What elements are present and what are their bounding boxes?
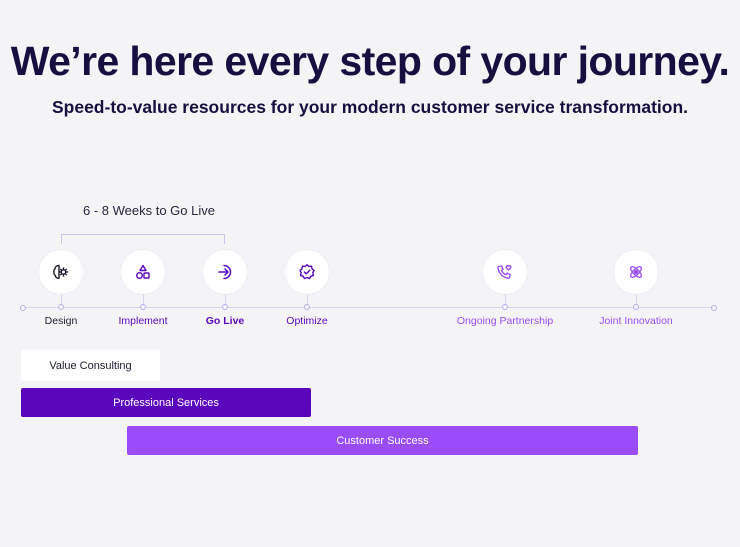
stage-implement-circle[interactable]	[121, 250, 165, 294]
stage-implement-stem	[142, 294, 144, 305]
stage-optimize[interactable]: Optimize	[247, 250, 367, 330]
stage-ongoing-partnership-circle[interactable]	[483, 250, 527, 294]
stage-implement[interactable]: Implement	[83, 250, 203, 330]
timeline-end-dot	[711, 305, 717, 311]
phone-heart-icon	[496, 263, 514, 281]
stage-optimize-label: Optimize	[286, 315, 328, 327]
stage-ongoing-partnership-label: Ongoing Partnership	[456, 315, 554, 327]
stage-optimize-node	[304, 304, 310, 310]
stage-implement-node	[140, 304, 146, 310]
arrow-circle-right-icon	[216, 263, 234, 281]
stage-design-node	[58, 304, 64, 310]
atom-icon	[627, 263, 645, 281]
timeline-start-dot	[20, 305, 26, 311]
professional-services-bar[interactable]: Professional Services	[21, 388, 311, 417]
stage-design-stem	[60, 294, 62, 305]
stage-optimize-circle[interactable]	[285, 250, 329, 294]
stage-ongoing-partnership-stem	[504, 294, 506, 305]
go-live-duration-label: 6 - 8 Weeks to Go Live	[83, 203, 215, 218]
go-live-bracket	[61, 234, 225, 244]
timeline-line	[22, 307, 714, 308]
stage-optimize-stem	[306, 294, 308, 305]
stage-joint-innovation-label: Joint Innovation	[599, 315, 673, 327]
stage-ongoing-partnership-node	[502, 304, 508, 310]
stage-ongoing-partnership[interactable]: Ongoing Partnership	[445, 250, 565, 330]
brain-gear-icon	[52, 263, 70, 281]
stage-go-live-node	[222, 304, 228, 310]
stage-go-live-circle[interactable]	[203, 250, 247, 294]
stage-joint-innovation-circle[interactable]	[614, 250, 658, 294]
stage-design-label: Design	[44, 315, 78, 327]
page-title: We’re here every step of your journey.	[10, 38, 730, 84]
stage-go-live[interactable]: Go Live	[165, 250, 285, 330]
stage-design[interactable]: Design	[1, 250, 121, 330]
shapes-icon	[134, 263, 152, 281]
stage-go-live-label: Go Live	[205, 315, 245, 327]
stage-joint-innovation-node	[633, 304, 639, 310]
stage-design-circle[interactable]	[39, 250, 83, 294]
stage-joint-innovation[interactable]: Joint Innovation	[576, 250, 696, 330]
stage-go-live-stem	[224, 294, 226, 305]
stage-implement-label: Implement	[118, 315, 168, 327]
badge-check-icon	[298, 263, 316, 281]
value-consulting-bar[interactable]: Value Consulting	[21, 350, 160, 381]
stage-joint-innovation-stem	[635, 294, 637, 305]
page-subtitle: Speed-to-value resources for your modern…	[51, 97, 688, 117]
customer-success-bar[interactable]: Customer Success	[127, 426, 638, 455]
